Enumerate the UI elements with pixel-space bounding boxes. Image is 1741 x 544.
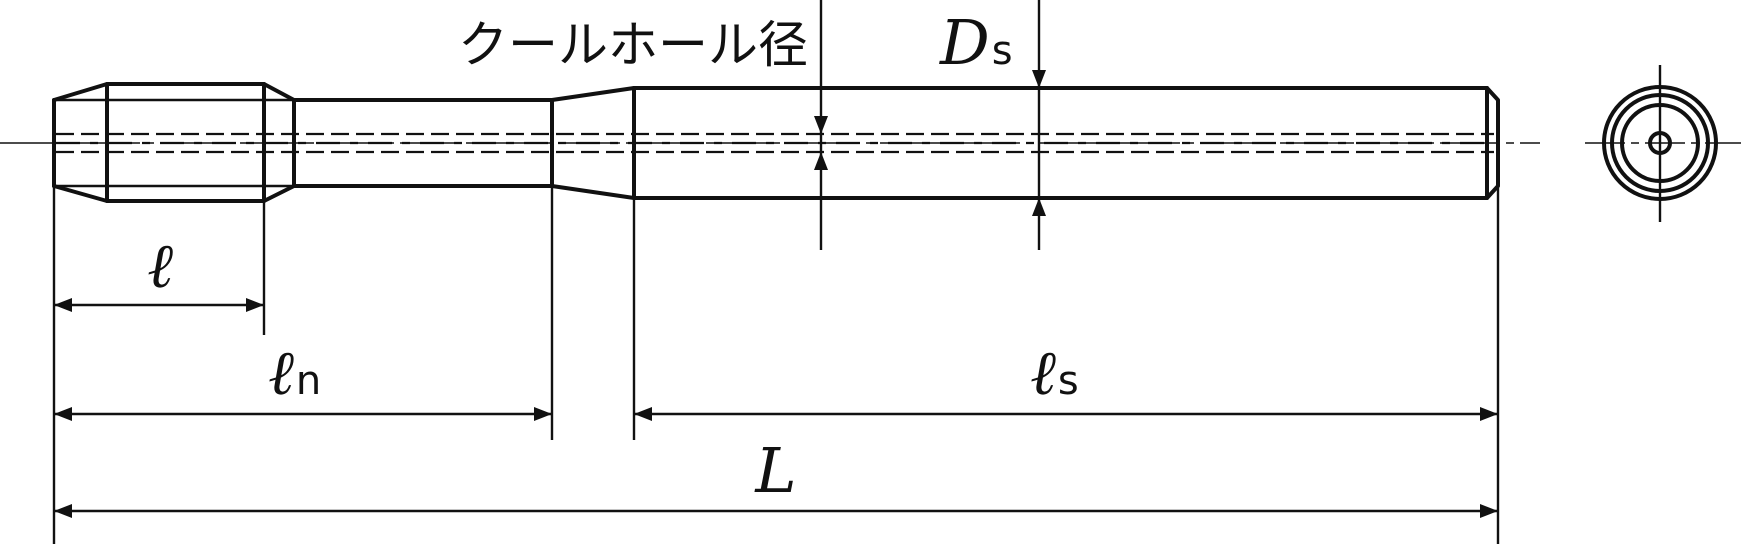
ds-arrows [1032, 70, 1046, 216]
coolant-hole-label: クールホール径 [458, 16, 808, 74]
ls-label: ℓs [1030, 336, 1079, 409]
coolant-hole-arrows [814, 116, 828, 170]
dimension-ln [54, 407, 552, 421]
dimension-l [54, 298, 264, 312]
ds-label: Ds [939, 6, 1013, 79]
ln-label: ℓn [268, 336, 321, 409]
L-label: L [754, 434, 796, 507]
tap-body-outline [52, 82, 1500, 203]
end-view [1585, 65, 1741, 222]
dimension-L [54, 504, 1498, 518]
l-label: ℓ [147, 229, 173, 302]
dimension-ls [634, 407, 1498, 421]
